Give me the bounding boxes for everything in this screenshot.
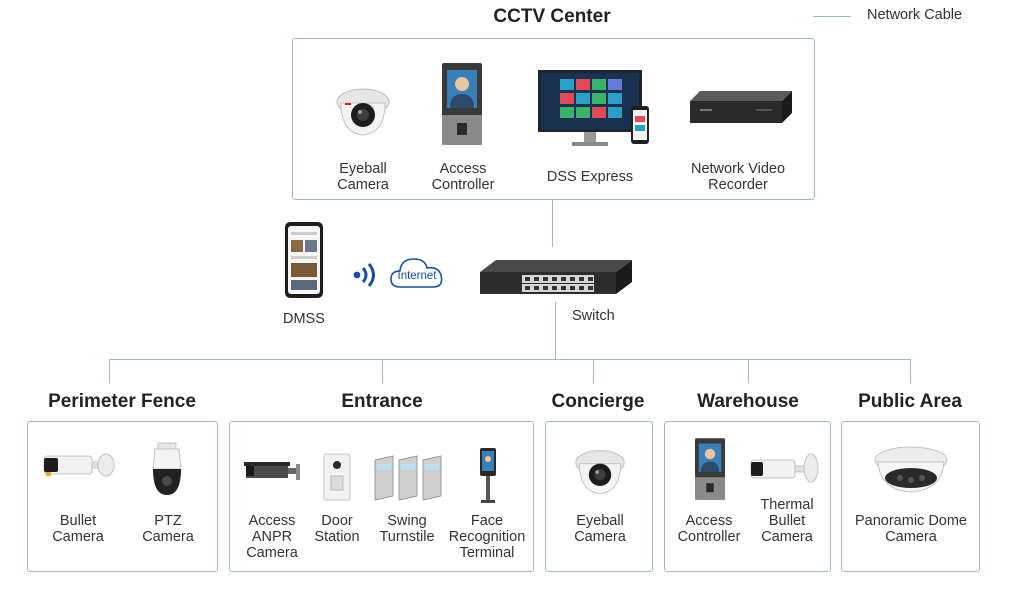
cctv-device-label: DSS Express	[546, 169, 634, 185]
anpr-camera-icon	[242, 460, 302, 488]
internet-cloud-icon	[389, 253, 445, 291]
drop-line-public-area	[910, 359, 911, 383]
zone-title-public-area: Public Area	[858, 391, 962, 412]
eyeball-camera-icon	[333, 85, 393, 139]
smartphone-icon	[285, 222, 323, 298]
zone-title-entrance: Entrance	[341, 391, 423, 412]
bus-line	[109, 359, 911, 360]
thermal-bullet-camera-icon	[749, 450, 821, 490]
switch-label: Switch	[572, 308, 615, 324]
swing-turnstile-icon	[371, 454, 443, 502]
internet-label: Internet	[397, 270, 437, 282]
drop-line-entrance	[382, 359, 383, 383]
legend-label: Network Cable	[867, 7, 963, 23]
zone-title-perimeter-fence: Perimeter Fence	[48, 391, 196, 412]
drop-line-concierge	[593, 359, 594, 383]
network-switch-icon	[478, 246, 632, 298]
cctv-switch-line	[552, 200, 553, 247]
cctv-center-title: CCTV Center	[493, 6, 611, 27]
switch-bus-line	[555, 302, 556, 360]
drop-line-perimeter	[109, 359, 110, 383]
access-controller-icon	[695, 438, 725, 500]
access-controller-icon	[442, 63, 482, 145]
ptz-camera-icon	[149, 442, 185, 497]
panoramic-dome-camera-icon	[872, 444, 950, 496]
nvr-icon	[686, 91, 792, 127]
legend-line	[813, 16, 851, 17]
zone-title-warehouse: Warehouse	[697, 391, 799, 412]
drop-line-warehouse	[748, 359, 749, 383]
door-station-icon	[323, 453, 351, 501]
monitor-icon	[538, 70, 654, 152]
wireless-icon	[352, 262, 378, 288]
eyeball-camera-icon	[572, 446, 628, 498]
dmss-label: DMSS	[283, 311, 325, 327]
face-recognition-terminal-icon	[478, 448, 498, 504]
bullet-camera-icon	[42, 452, 116, 486]
zone-title-concierge: Concierge	[551, 391, 645, 412]
